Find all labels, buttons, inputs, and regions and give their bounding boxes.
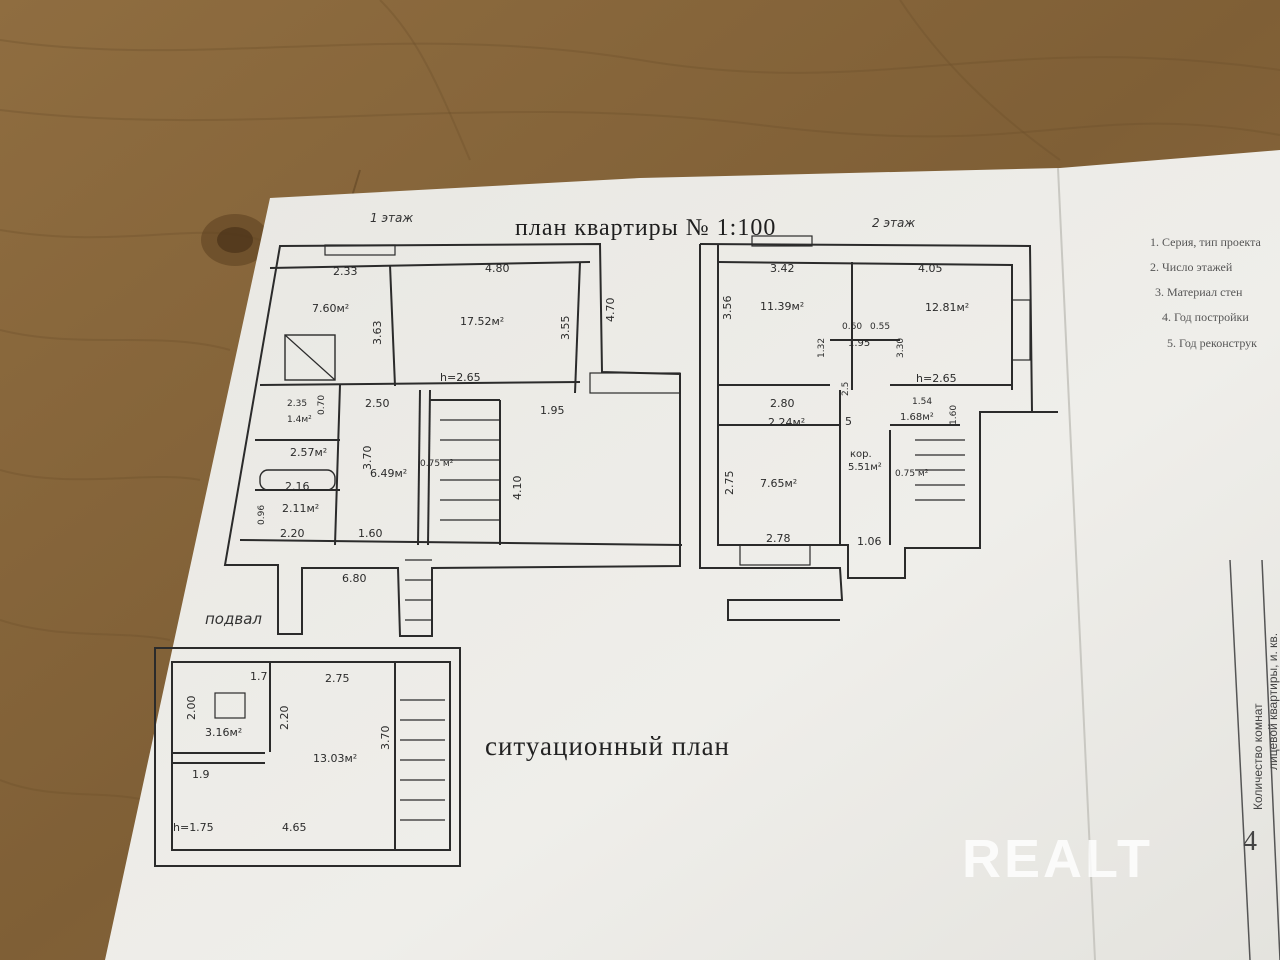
basement-dim: 1.7: [250, 670, 268, 683]
floor1-dim: 2.57м²: [290, 446, 328, 459]
basement-dim: 2.00: [185, 695, 198, 721]
side-table-value: 4: [1243, 826, 1257, 857]
floor2-dim: 7.65м²: [760, 477, 798, 490]
floor2-dim: 1.60: [949, 404, 959, 425]
floor2-dim: 0.55: [870, 322, 891, 332]
floor2-dim: 3.42: [770, 262, 795, 275]
realt-watermark-logo: REALT: [962, 829, 1153, 889]
basement-dim: 4.65: [282, 821, 307, 834]
side-list-item: 4. Год постройки: [1162, 310, 1249, 324]
floor2-dim: 2.5: [841, 381, 851, 396]
floor2-dim: 2.75: [723, 470, 736, 496]
floor2-dim: 0.75 м²: [895, 469, 929, 479]
side-list-item: 5. Год реконструк: [1167, 336, 1257, 350]
side-list-item: 3. Материал стен: [1155, 285, 1243, 299]
floor1-dim: 0.75 м²: [420, 459, 454, 469]
situational-plan-label: ситуационный план: [485, 731, 730, 761]
floor1-dim: 2.50: [365, 397, 390, 410]
floor2-dim: 2.80: [770, 397, 795, 410]
wood-grain: [0, 0, 1280, 800]
side-list-item: 1. Серия, тип проекта: [1150, 235, 1261, 249]
floor1-dim: 17.52м²: [460, 315, 505, 328]
floor1-dim: 2.11м²: [282, 502, 320, 515]
floor1-dim: 0.70: [317, 394, 327, 415]
basement-label: подвал: [205, 610, 262, 628]
floor1-dim: 4.80: [485, 262, 510, 275]
floor2-label: 2 этаж: [872, 216, 916, 230]
floor1-dim: 3.63: [371, 320, 384, 346]
side-table-col2: лицевой квартиры, и. кв.: [1266, 632, 1280, 770]
side-table-col1: Количество комнат: [1251, 703, 1265, 810]
floor2-dim: 1.32: [817, 337, 827, 358]
floor1-dim: h=2.65: [440, 371, 481, 384]
floor1-label: 1 этаж: [370, 211, 414, 225]
floor1-dim: 1.60: [358, 527, 383, 540]
floor1-dim: 2.20: [280, 527, 305, 540]
basement-dim: 1.9: [192, 768, 210, 781]
paper-fold: [1057, 167, 1096, 960]
floor2-dim: 1.68м²: [900, 412, 934, 423]
floor1-dim: 2.16: [285, 480, 310, 493]
floor2-dim: 3.56: [721, 295, 734, 321]
floor1-dim: 4.10: [511, 475, 524, 501]
floor1-dim: 7.60м²: [312, 302, 350, 315]
floor1-dim: 2.35: [287, 399, 308, 409]
floor1-dim: 2.33: [333, 265, 358, 278]
side-table: [1229, 559, 1280, 960]
floor2-dim: 1.95: [848, 338, 871, 349]
floor2-dim: 5: [845, 415, 852, 428]
basement-dim: 3.70: [379, 725, 392, 751]
floor1-dim: 1.95: [540, 404, 565, 417]
paper-sheet: [105, 150, 1280, 960]
plan-title: план квартиры № 1:100: [515, 215, 777, 241]
basement-dim: 3.16м²: [205, 726, 243, 739]
floor1-dim: 0.96: [257, 504, 267, 525]
floor1-dim: 3.55: [559, 315, 572, 341]
basement-dim: h=1.75: [173, 821, 214, 834]
floor2-dim: 5.51м²: [848, 462, 882, 473]
floor1-plan: [223, 235, 813, 637]
floor2-dim: 0.60: [842, 322, 863, 332]
basement-plan: [154, 647, 461, 867]
floor2-dim: 1.54: [912, 397, 933, 407]
side-list-item: 2. Число этажей: [1150, 260, 1233, 274]
basement-dim: 2.20: [278, 705, 291, 731]
floor1-dim: 1.4м²: [287, 415, 312, 425]
floor2-dim: h=2.65: [916, 372, 957, 385]
floor2-dim: 2.24м²: [768, 416, 806, 429]
floor2-dim: 2.78: [766, 532, 791, 545]
floor2-dim: 3.30: [896, 337, 906, 358]
basement-dim: 2.75: [325, 672, 350, 685]
floor2-plan: [699, 243, 1058, 621]
floor1-dim: 4.70: [604, 297, 617, 323]
basement-dim: 13.03м²: [313, 752, 358, 765]
floor2-dim: 1.06: [857, 535, 882, 548]
floor2-dim: 4.05: [918, 262, 943, 275]
floor2-dim: кор.: [850, 449, 872, 460]
floor1-dim: 6.80: [342, 572, 367, 585]
floor2-dim: 11.39м²: [760, 300, 805, 313]
floor1-dim: 6.49м²: [370, 467, 408, 480]
floor2-dim: 12.81м²: [925, 301, 970, 314]
